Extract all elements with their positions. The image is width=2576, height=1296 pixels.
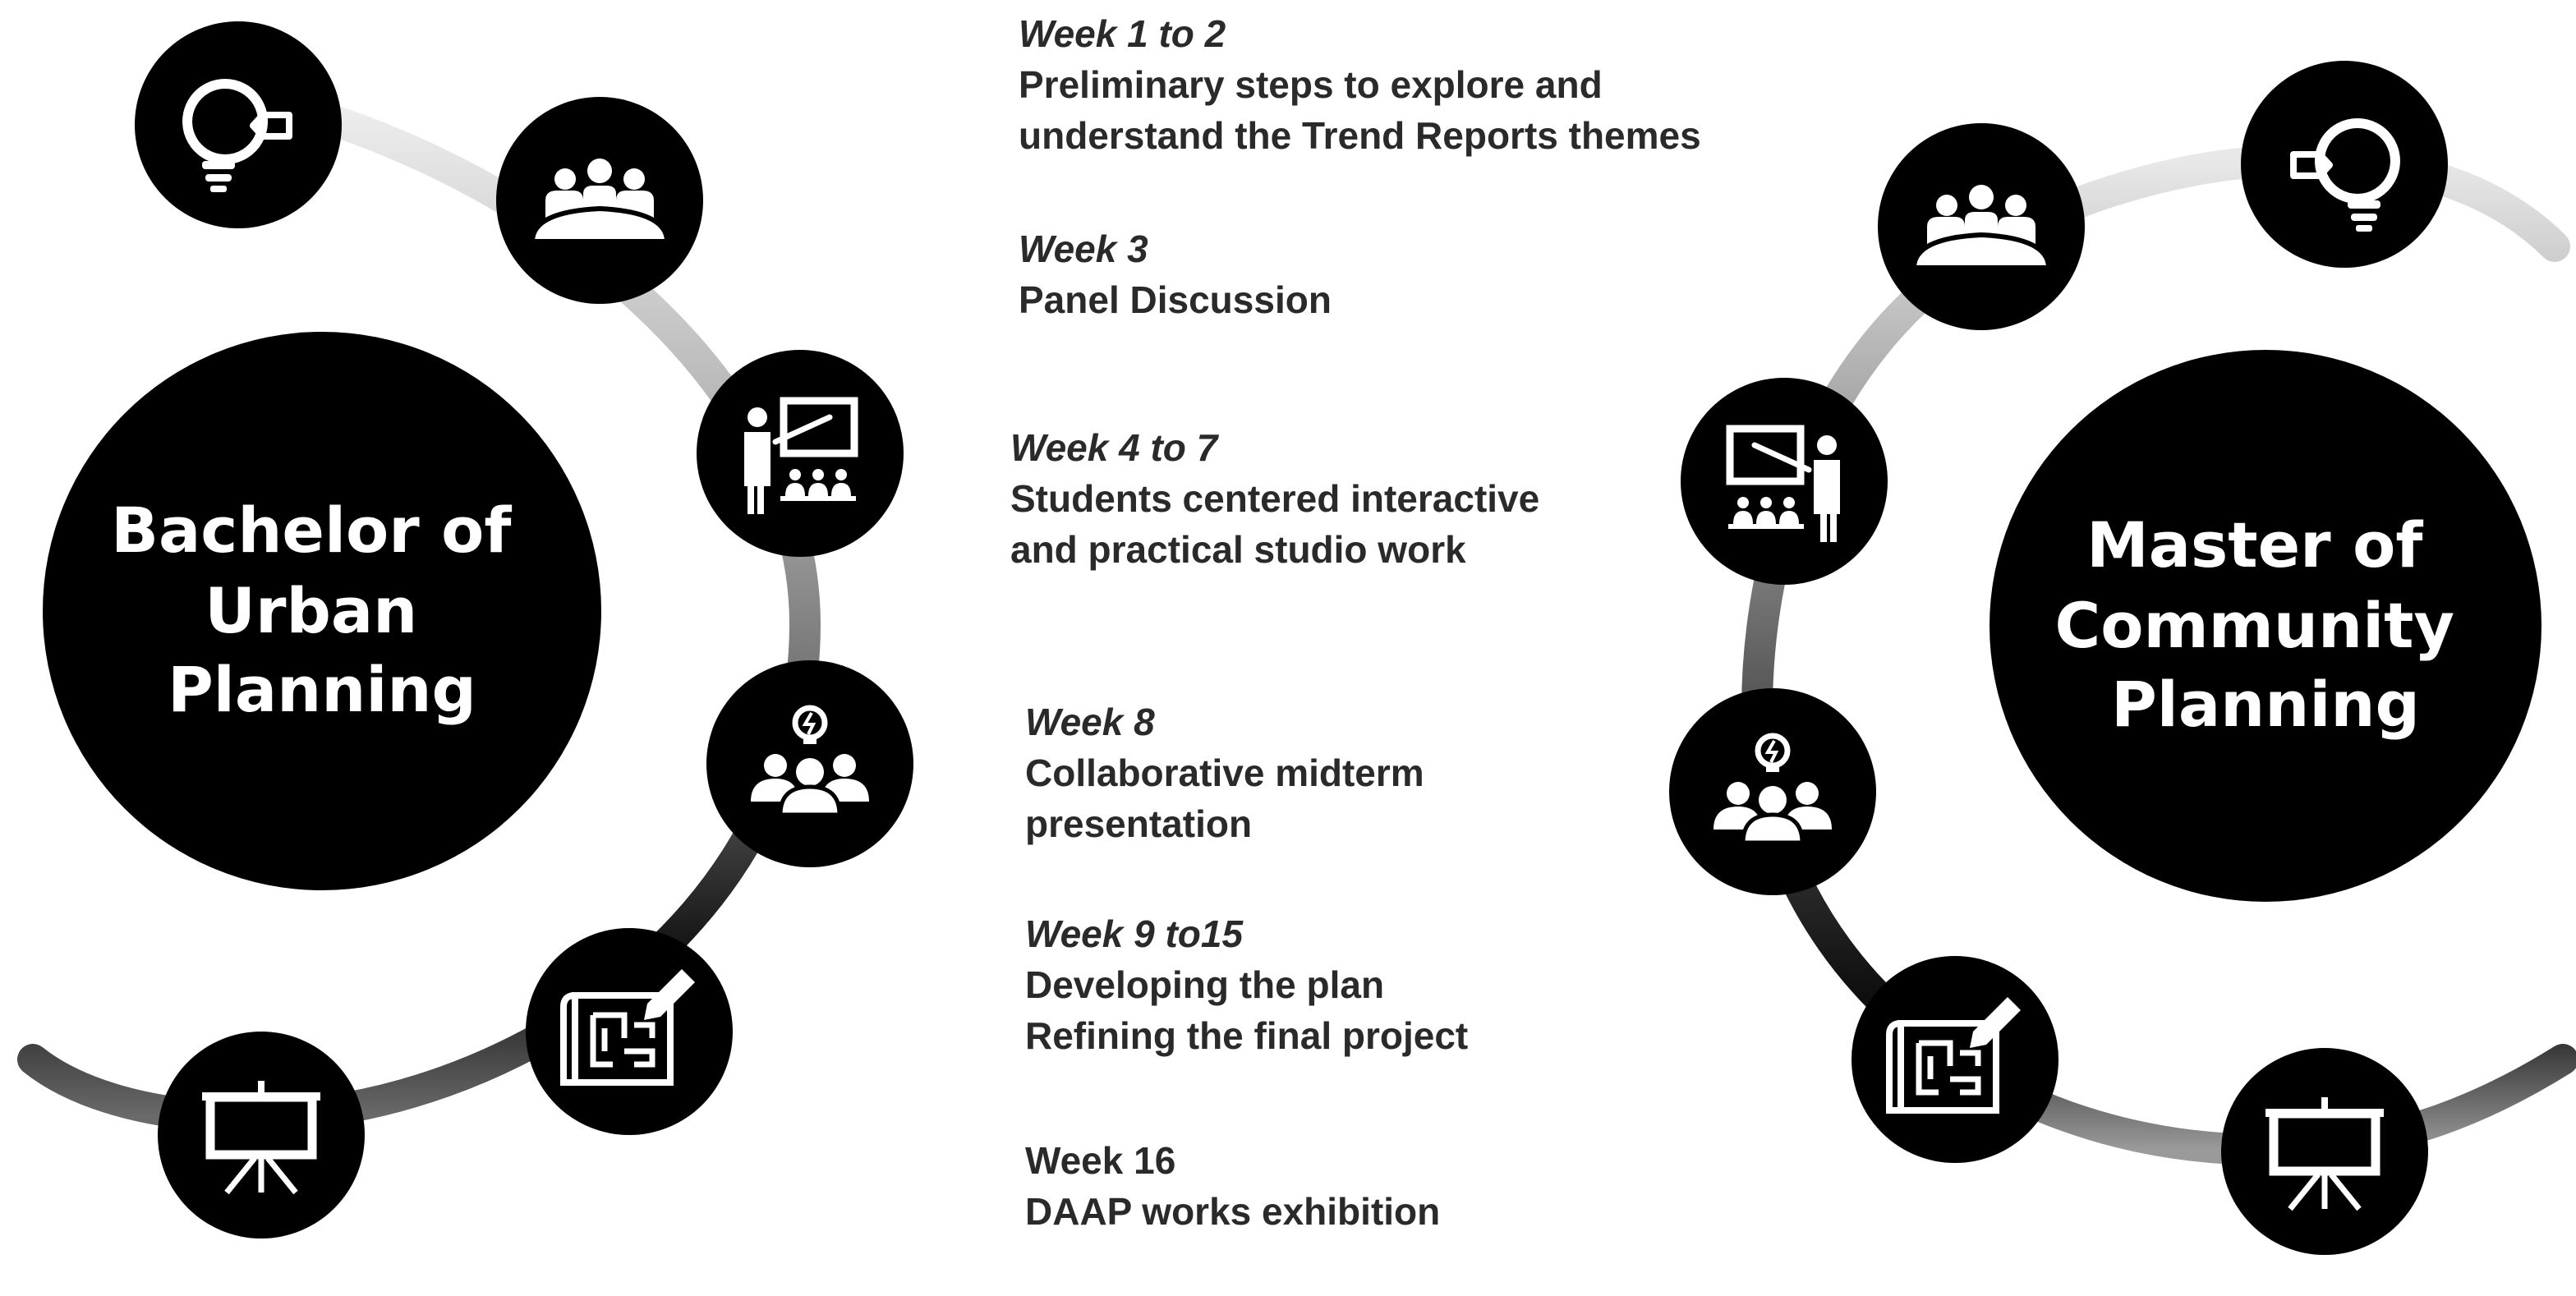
right-step-node-5: [1852, 956, 2058, 1163]
program-line: Planning: [168, 653, 476, 726]
left-step-node-3: [697, 350, 904, 557]
left-step-node-1: [135, 21, 342, 228]
program-line: Master of: [2086, 508, 2423, 581]
right-step-node-3: [1681, 378, 1888, 585]
right-step-node-6: [2221, 1048, 2428, 1255]
program-title-master: Master of Community Planning: [2055, 508, 2477, 741]
program-line: Planning: [2111, 668, 2420, 741]
right-step-node-1: [2241, 61, 2448, 268]
program-line: Urban: [205, 574, 417, 647]
left-step-node-6: [158, 1032, 365, 1239]
program-line: Community: [2055, 589, 2455, 662]
program-circle-bachelor: Bachelor of Urban Planning: [43, 332, 601, 890]
right-step-node-2: [1878, 123, 2085, 330]
left-step-node-2: [496, 97, 703, 304]
program-title-bachelor: Bachelor of Urban Planning: [111, 494, 533, 726]
program-line: Bachelor of: [111, 494, 512, 567]
left-step-node-5: [526, 928, 733, 1135]
left-step-node-4: [706, 660, 913, 867]
right-step-node-4: [1669, 688, 1876, 895]
program-circle-master: Master of Community Planning: [1990, 350, 2542, 902]
